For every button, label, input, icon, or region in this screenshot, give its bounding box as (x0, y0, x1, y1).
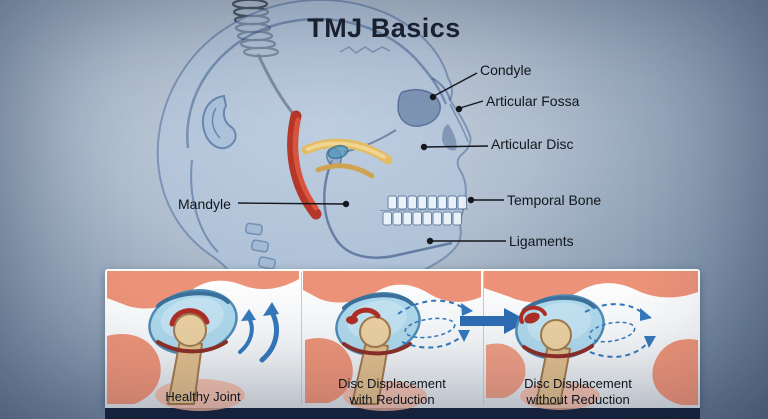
caption-with-reduction: Disc Displacement with Reduction (303, 376, 481, 407)
label-articular-disc: Articular Disc (491, 136, 574, 152)
caption-healthy-joint: Healthy Joint (107, 389, 299, 405)
label-temporal-bone: Temporal Bone (507, 192, 602, 208)
caption-line: Disc Displacement (524, 376, 632, 391)
teeth (379, 195, 469, 226)
caption-without-reduction: Disc Displacement without Reduction (484, 376, 672, 407)
footer-strip (105, 408, 700, 419)
cervical-vertebrae (245, 222, 277, 270)
label-articular-fossa: Articular Fossa (486, 93, 580, 109)
ear (201, 94, 237, 150)
dashed-path-arrows-icon (397, 299, 473, 349)
caption-line: with Reduction (349, 391, 435, 407)
transition-arrow-icon (460, 308, 528, 334)
healthy-joint-figure (107, 271, 299, 411)
dashed-path-arrows-icon (584, 303, 656, 358)
page-title: TMJ Basics (307, 13, 461, 43)
caption-line: Disc Displacement (338, 376, 446, 391)
label-ligaments: Ligaments (509, 233, 574, 249)
tmj-disc-blue (327, 144, 349, 160)
displacement-with-reduction-figure (303, 271, 481, 411)
label-condyle: Condyle (480, 62, 532, 78)
nasal-aperture (442, 124, 457, 151)
panel-dividers (301, 272, 484, 405)
leader-lines (237, 72, 506, 245)
caption-line: without Reduction (526, 391, 630, 407)
ligament-highlight (287, 110, 322, 220)
caption-line: Healthy Joint (165, 389, 241, 404)
label-mandible: Mandyle (178, 196, 231, 212)
displacement-without-reduction-figure (484, 271, 698, 410)
rotation-arrows-icon (238, 302, 279, 363)
disc-highlight (301, 138, 393, 179)
